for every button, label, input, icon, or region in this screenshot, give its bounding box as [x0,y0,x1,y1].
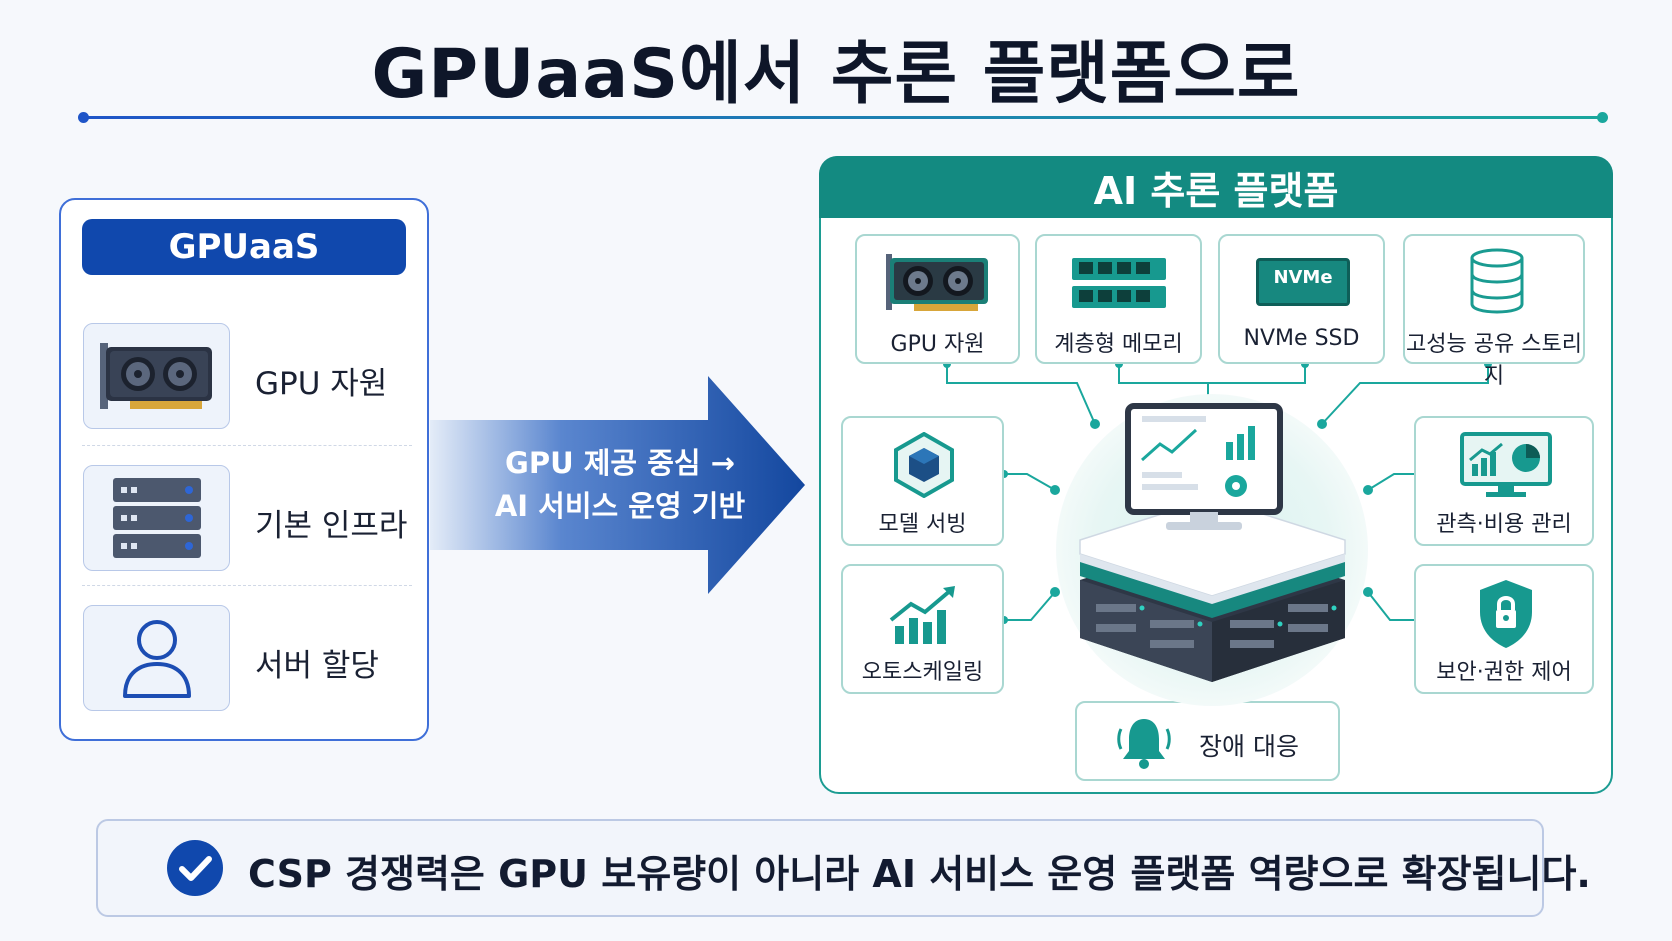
title-divider [82,116,1602,119]
card-model-serving-label: 모델 서빙 [878,512,967,537]
shield-lock-icon [1480,580,1532,648]
arrow-text-line1: GPU 제공 중심 → [505,446,735,480]
conclusion-note [96,819,1544,917]
growth-chart-icon [889,586,955,644]
divider-dot-left [78,112,89,123]
left-divider [82,585,412,586]
card-autoscaling-label: 오토스케일링 [861,660,984,685]
user-icon [122,620,191,698]
model-cube-icon [894,432,954,498]
left-item-server-label: 서버 할당 [255,648,379,684]
nvme-badge: NVMe [1273,267,1333,288]
page-title: GPUaaS에서 추론 플랫폼으로 [371,35,1301,114]
card-security-access: 보안·권한 제어 [1414,564,1594,694]
inference-platform-header: AI 추론 플랫폼 [819,156,1613,218]
left-item-gpu [83,323,230,429]
alarm-bell-icon [1117,719,1171,769]
card-gpu-resource-label: GPU 자원 [890,332,985,357]
server-rack-icon [112,478,201,558]
card-tiered-memory: 계층형 메모리 [1035,234,1202,364]
card-nvme-ssd: NVMe NVMe SSD [1218,234,1385,364]
left-item-gpu-label: GPU 자원 [255,366,388,402]
card-tiered-memory-label: 계층형 메모리 [1054,332,1183,357]
check-circle-icon [167,840,223,896]
platform-server-icon [1056,394,1368,706]
left-divider [82,445,412,446]
card-incident-response-label: 장애 대응 [1199,732,1299,761]
gpu-card-icon [886,254,988,311]
monitor-dashboard-icon [1460,432,1552,497]
database-icon [1470,248,1524,314]
card-observability-cost: 관측·비용 관리 [1414,416,1594,546]
gpu-card-icon [99,343,212,409]
divider-dot-right [1597,112,1608,123]
card-model-serving: 모델 서빙 [841,416,1004,546]
card-observability-cost-label: 관측·비용 관리 [1436,512,1572,537]
card-incident-response: 장애 대응 [1075,701,1340,781]
conclusion-text: CSP 경쟁력은 GPU 보유량이 아니라 AI 서비스 운영 플랫폼 역량으로… [248,852,1591,896]
gpuaas-header: GPUaaS [82,219,406,275]
memory-module-icon [1072,258,1166,308]
card-nvme-ssd-label: NVMe SSD [1243,326,1360,351]
card-shared-storage: 고성능 공유 스토리지 [1403,234,1585,389]
card-autoscaling: 오토스케일링 [841,564,1004,694]
left-item-infra-label: 기본 인프라 [255,508,408,544]
card-gpu-resource: GPU 자원 [855,234,1020,364]
arrow-text-line2: AI 서비스 운영 기반 [494,489,746,523]
transition-arrow [430,376,805,594]
card-security-access-label: 보안·권한 제어 [1436,660,1572,685]
nvme-ssd-icon: NVMe [1256,258,1350,306]
left-item-infra [83,465,230,571]
card-shared-storage-label: 고성능 공유 스토리지 [1406,332,1582,389]
left-item-server [83,605,230,711]
